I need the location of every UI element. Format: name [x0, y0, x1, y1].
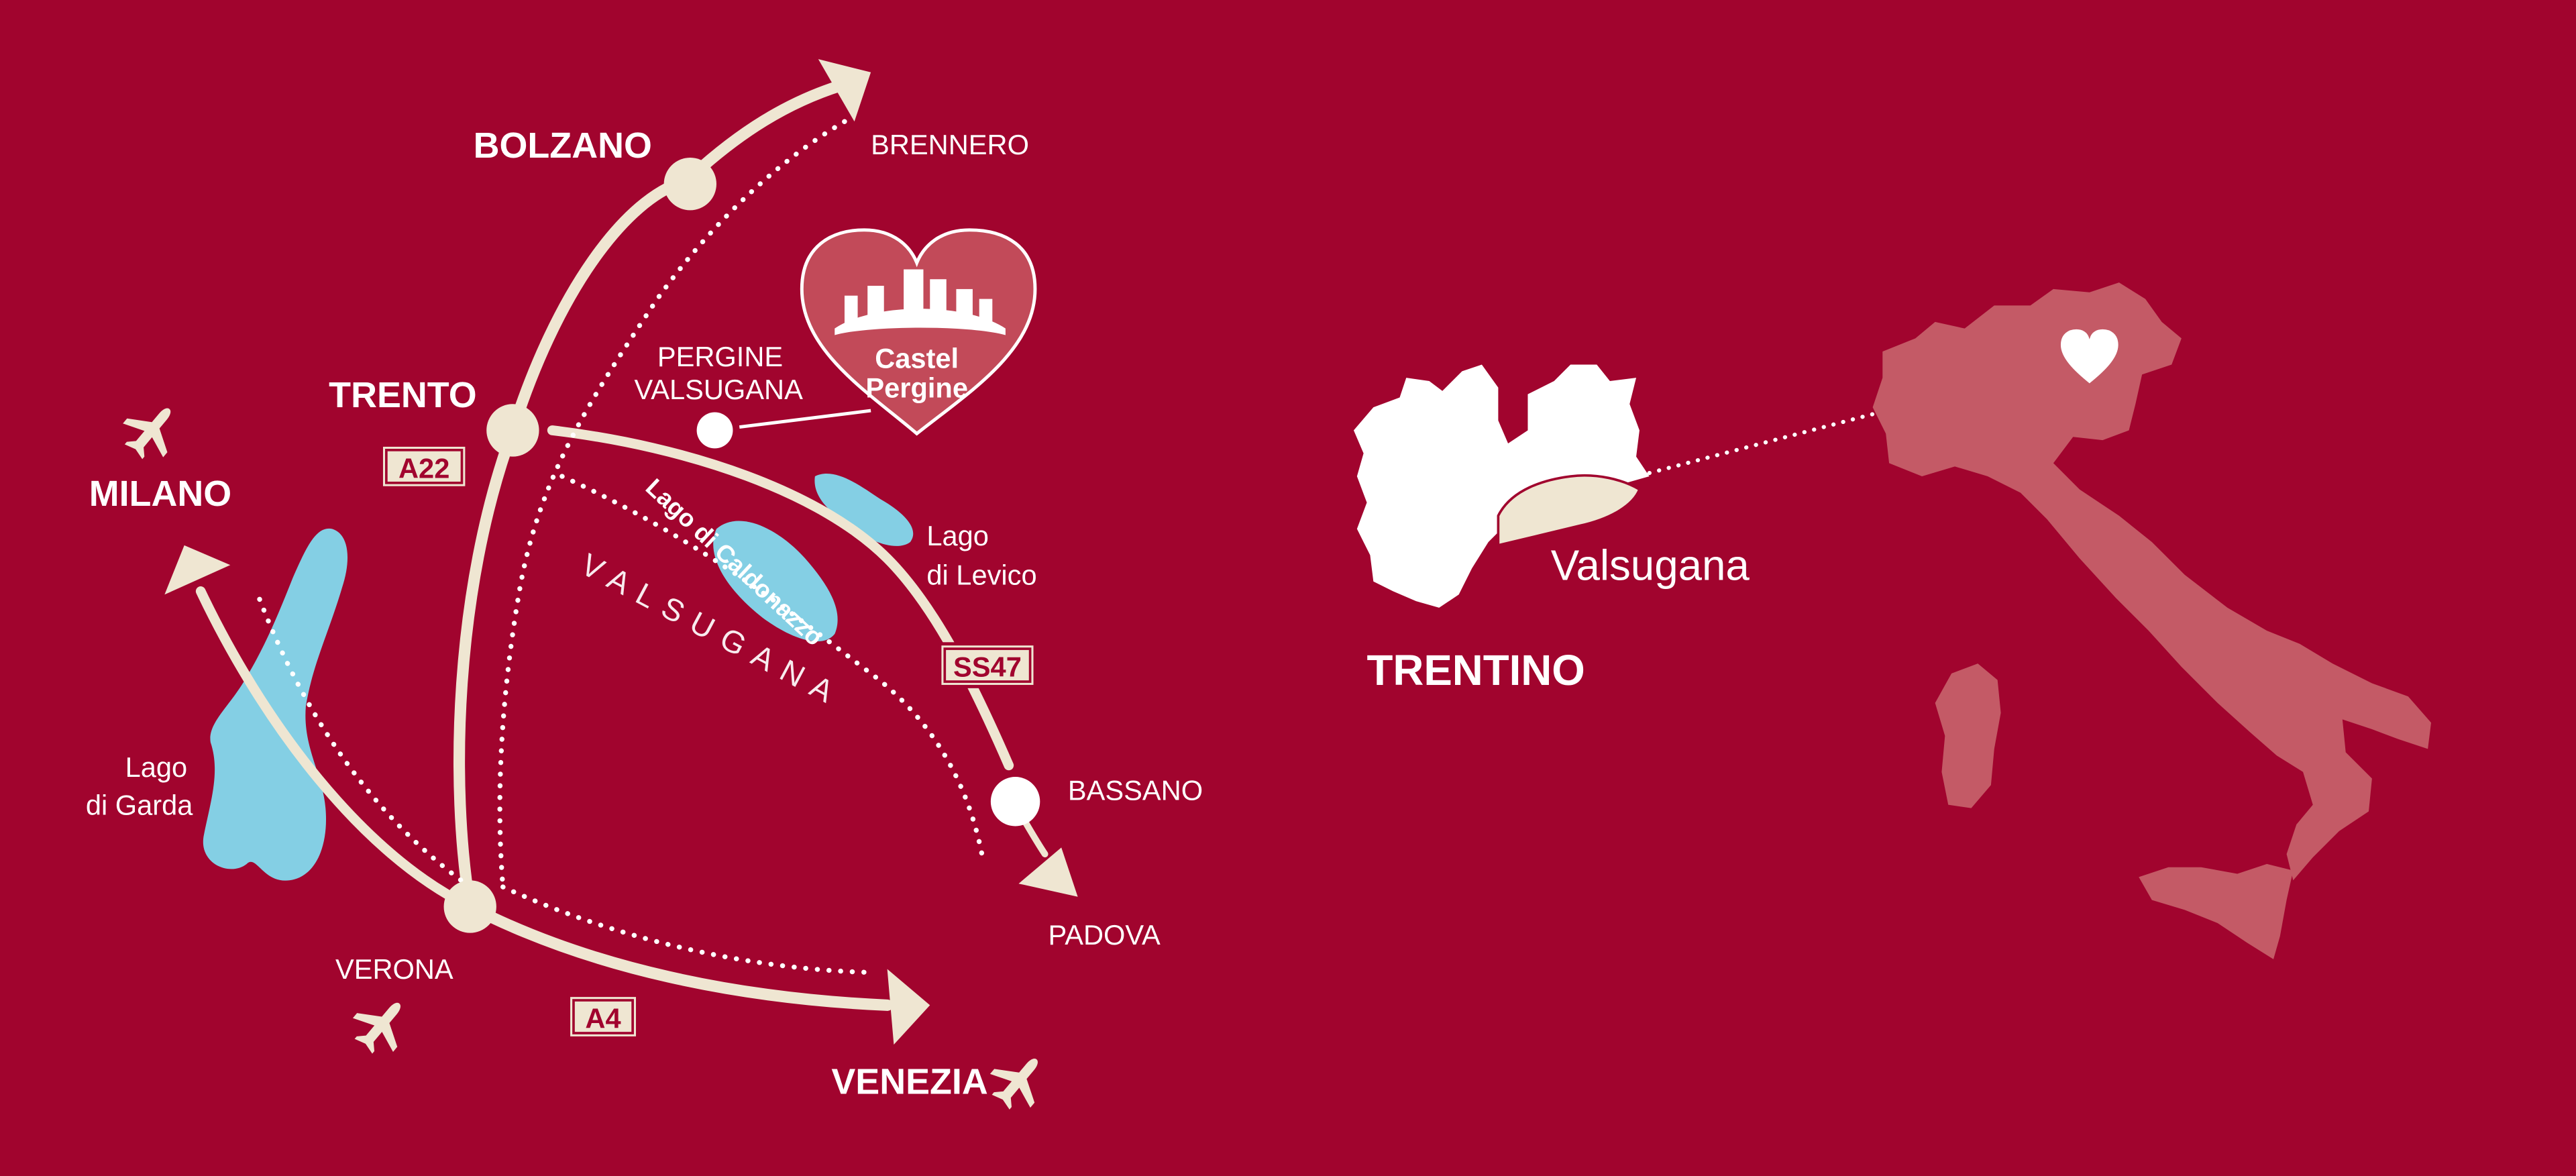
castle-badge: Castel Pergine: [739, 228, 1037, 436]
valsugana-shape: [1497, 474, 1642, 547]
airplane-icon: [113, 392, 190, 469]
label-garda-2: di Garda: [86, 789, 193, 820]
label-bassano: BASSANO: [1068, 774, 1203, 806]
node-trento: [486, 404, 539, 457]
road-a4: [464, 900, 894, 1011]
sardinia: [1935, 663, 2001, 808]
arrow-venezia: [887, 969, 930, 1045]
lakes: [203, 474, 914, 881]
sicily: [2139, 863, 2294, 959]
label-trentino: TRENTINO: [1367, 647, 1585, 694]
road-label-a4: A4: [585, 1003, 621, 1034]
node-bassano: [990, 777, 1040, 826]
heart-icon: [800, 228, 1037, 436]
label-levico-2: di Levico: [926, 559, 1036, 591]
label-bolzano: BOLZANO: [474, 125, 652, 166]
lake-caldonazzo: [713, 521, 838, 642]
road-label-a22: A22: [398, 452, 449, 484]
city-labels: BOLZANO BRENNERO TRENTO MILANO PERGINE V…: [89, 125, 1203, 1102]
node-bolzano: [663, 158, 716, 211]
label-levico-1: Lago: [926, 520, 989, 551]
label-pergine-2: VALSUGANA: [635, 374, 804, 405]
airplane-icon: [980, 1042, 1057, 1120]
castle-badge-line2: Pergine: [865, 372, 968, 403]
label-trento: TRENTO: [329, 375, 476, 415]
label-padova: PADOVA: [1049, 919, 1161, 951]
road-a22-lower: [453, 424, 519, 913]
castle-badge-line1: Castel: [875, 342, 959, 374]
arrow-brennero: [818, 59, 871, 122]
road-label-ss47: SS47: [953, 651, 1022, 683]
heart-icon: [2059, 327, 2121, 386]
road-labels: A22 SS47 A4: [380, 443, 1037, 1040]
label-valsugana-inset: Valsugana: [1551, 541, 1750, 589]
arrow-padova: [1018, 847, 1078, 897]
italy-map: [1872, 282, 2432, 959]
trentino-shape: [1353, 364, 1650, 608]
label-garda-1: Lago: [125, 751, 188, 783]
label-brennero: BRENNERO: [871, 129, 1029, 160]
lake-levico: [814, 474, 914, 546]
label-pergine-1: PERGINE: [657, 341, 783, 372]
label-verona: VERONA: [335, 953, 453, 985]
node-pergine: [696, 412, 733, 449]
label-milano: MILANO: [89, 474, 231, 514]
lake-garda: [203, 528, 348, 881]
arrow-milano: [164, 545, 231, 595]
city-nodes: [443, 158, 1040, 933]
italy-mainland: [1872, 282, 2432, 881]
label-venezia: VENEZIA: [831, 1062, 987, 1102]
road-verona-milano: [195, 586, 476, 912]
trentino-inset: TRENTINO Valsugana: [1353, 359, 2076, 694]
airplane-icon: [343, 986, 420, 1063]
arrowheads: [164, 59, 1078, 1045]
castle-icon: [835, 269, 1006, 335]
rails-dotted: [254, 119, 985, 975]
node-verona: [443, 880, 496, 933]
